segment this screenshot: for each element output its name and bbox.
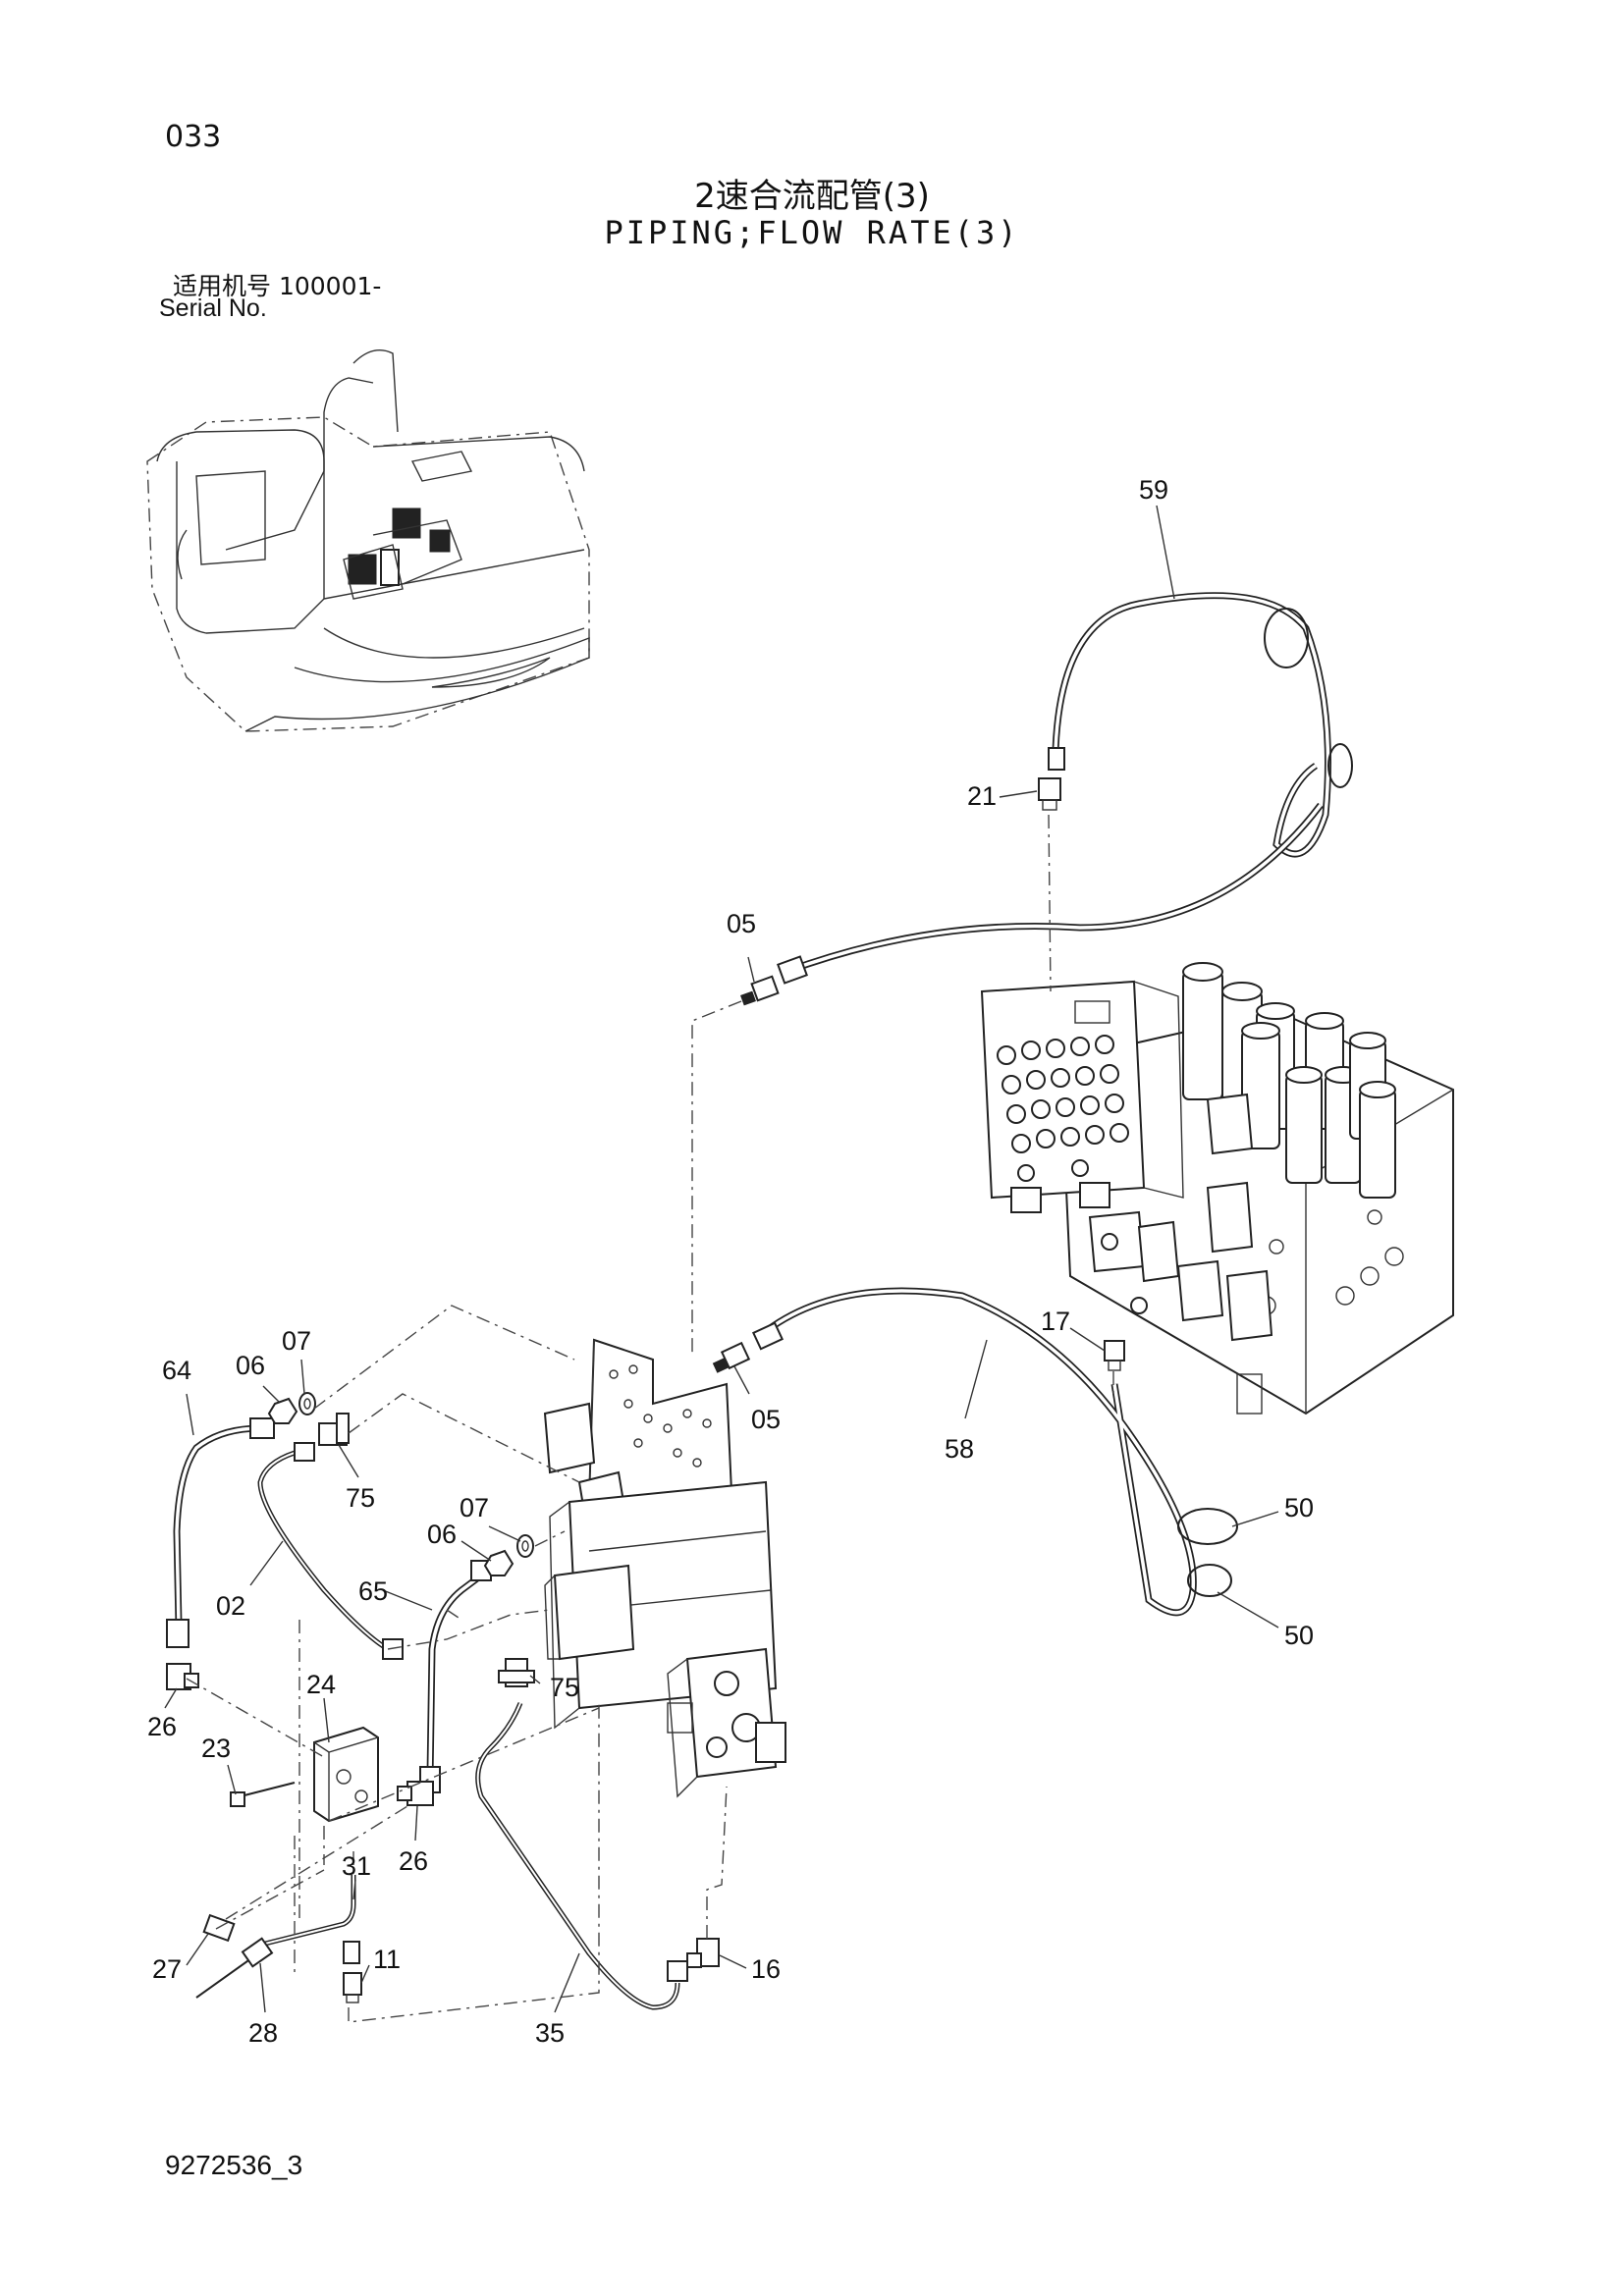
fitting-17 — [1104, 1340, 1125, 1371]
callout-05-lower: 05 — [751, 1405, 781, 1434]
fitting-21 — [1038, 777, 1061, 811]
callout-labels: 59 21 05 05 17 58 50 50 64 06 07 75 07 0… — [147, 475, 1314, 2048]
callout-21: 21 — [967, 781, 997, 811]
fitting-11 — [343, 1972, 362, 2003]
nut-06-a — [267, 1397, 298, 1424]
sensor-28 — [195, 1937, 274, 1999]
callout-11: 11 — [373, 1945, 401, 1974]
adapter-05-lower — [712, 1341, 751, 1373]
assembly-lines — [186, 814, 1114, 2023]
callout-64: 64 — [162, 1356, 191, 1385]
pipe-35 — [475, 1702, 688, 2010]
nut-06-b — [483, 1549, 514, 1576]
hose-59 — [1048, 592, 1353, 858]
callout-26-right: 26 — [399, 1846, 428, 1876]
callout-50-upper: 50 — [1284, 1493, 1314, 1522]
hose-upper — [740, 802, 1324, 1006]
serial-label-english: Serial No. — [159, 294, 267, 322]
callout-65: 65 — [358, 1576, 388, 1606]
leader-lines — [164, 505, 1279, 2013]
pipe-02 — [257, 1442, 404, 1660]
seal-07-b — [516, 1534, 534, 1558]
callout-17: 17 — [1041, 1307, 1070, 1336]
callout-06-upper: 06 — [236, 1351, 265, 1380]
callout-23: 23 — [201, 1734, 231, 1763]
fitting-75-b — [498, 1658, 535, 1687]
callout-35: 35 — [535, 2018, 565, 2048]
callout-58: 58 — [945, 1434, 974, 1464]
callout-75-upper: 75 — [346, 1483, 375, 1513]
callout-27: 27 — [152, 1954, 182, 1984]
callout-59: 59 — [1139, 475, 1168, 505]
hose-64 — [166, 1417, 275, 1648]
adapter-05-upper — [740, 975, 780, 1006]
page-number: 033 — [165, 120, 222, 154]
title-chinese: 2速合流配管(3) — [694, 177, 930, 216]
seal-07-a — [298, 1392, 316, 1415]
callout-50-lower: 50 — [1284, 1621, 1314, 1650]
bracket-assembly — [543, 1338, 786, 1798]
callout-16: 16 — [751, 1954, 781, 1984]
callout-31: 31 — [342, 1851, 371, 1881]
callout-02: 02 — [216, 1591, 245, 1621]
title-english: PIPING;FLOW RATE(3) — [604, 214, 1020, 251]
callout-24: 24 — [306, 1670, 336, 1699]
valve-block-24 — [313, 1726, 379, 1823]
document-number: 9272536_3 — [165, 2150, 303, 2180]
pipe-31 — [264, 1875, 360, 1964]
serial-label-chinese: 适用机号 100001- — [173, 272, 382, 300]
callout-06-lower: 06 — [427, 1520, 457, 1549]
callout-07-lower: 07 — [460, 1493, 489, 1522]
manifold-fittings — [997, 1035, 1129, 1182]
callout-26-left: 26 — [147, 1712, 177, 1741]
fitting-16 — [686, 1938, 720, 1968]
callout-07-upper: 07 — [282, 1326, 311, 1356]
bolt-23 — [230, 1782, 296, 1807]
callout-28: 28 — [248, 2018, 278, 2048]
machine-overview-illustration — [146, 349, 590, 732]
callout-75-lower: 75 — [550, 1673, 579, 1702]
fitting-26-a — [166, 1663, 199, 1690]
hose-58 — [712, 1287, 1238, 1617]
hose-65 — [419, 1560, 492, 1793]
fitting-75-a — [318, 1413, 350, 1446]
control-valve-assembly — [980, 962, 1454, 1415]
callout-05-upper: 05 — [727, 909, 756, 938]
